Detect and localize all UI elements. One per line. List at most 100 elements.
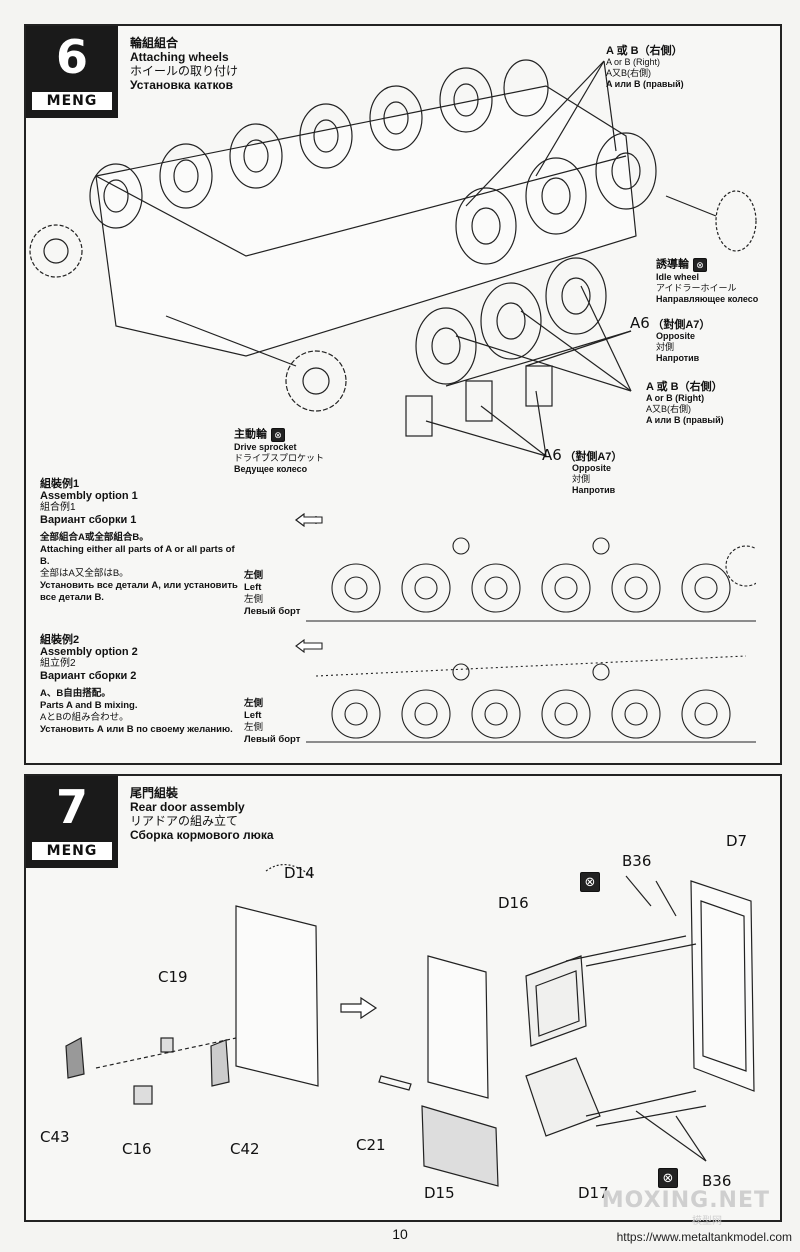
callout-en: A or B (Right) (606, 57, 661, 67)
option2-line: Parts A and B mixing. (40, 700, 138, 711)
idle-wheel-label: 誘導輪 ⊗ Idle wheel アイドラーホイール Направляющее к… (656, 258, 758, 305)
callout-ru: A или B (правый) (606, 79, 684, 89)
side-en: Left (244, 710, 262, 721)
option2-en: Assembly option 2 (40, 646, 138, 658)
title-zh: 尾門組裝 (130, 786, 179, 800)
watermark: MOXING.NET (601, 1188, 770, 1213)
part-d16: D16 (498, 894, 529, 912)
assembly-option-1: 組裝例1 Assembly option 1 組合例1 Вариант сбор… (40, 478, 240, 604)
callout-zh: A 或 B（右側） (606, 45, 683, 57)
option2-ja: 組立例2 (40, 658, 76, 669)
rear-door-illustration (65, 864, 755, 1187)
callout-en: A or B (Right) (646, 393, 705, 403)
option2-side-label: 左側 Left 左側 Левый борт (244, 698, 300, 746)
option2-zh: 組裝例2 (40, 634, 80, 646)
option1-ja: 組合例1 (40, 502, 76, 513)
part-b36-top: B36 (622, 852, 652, 870)
step-6-badge: 6 MENG (26, 26, 118, 118)
meng-logo: MENG (32, 842, 112, 860)
step-7-titles: 尾門組裝 Rear door assembly リアドアの組み立て Сборка… (130, 786, 274, 842)
a6-opposite-low: A6 （對側A7） Opposite 対側 Напротив (542, 448, 623, 496)
option1-side-label: 左側 Left 左側 Левый борт (244, 570, 300, 618)
option1-line: Attaching either all parts of A or all p… (40, 544, 235, 567)
title-en: Attaching wheels (130, 50, 229, 64)
part-d14: D14 (284, 864, 315, 882)
meng-logo: MENG (32, 92, 112, 110)
drive-sprocket-label: 主動輪 ⊗ Drive sprocket ドライブスプロケット Ведущее к… (234, 428, 324, 475)
option-wheel-rows (295, 512, 756, 743)
callout-ja: A又B(右側) (606, 68, 652, 78)
check-mark-icon: ⊗ (658, 1168, 678, 1188)
title-ru: Сборка кормового люка (130, 828, 274, 842)
option1-ru: Вариант сборки 1 (40, 514, 137, 526)
option2-line: AとBの組み合わせ。 (40, 712, 129, 723)
part-d17: D17 (578, 1184, 609, 1202)
idle-wheel-ru: Направляющее колесо (656, 294, 759, 304)
side-ja: 左側 (244, 594, 264, 605)
idle-wheel-ja: アイドラーホイール (656, 283, 737, 293)
check-mark-icon: ⊗ (580, 872, 600, 892)
side-en: Left (244, 582, 262, 593)
step-6-titles: 輪組組合 Attaching wheels ホイールの取り付け Установк… (130, 36, 238, 92)
title-ru: Установка катков (130, 78, 234, 92)
source-url: https://www.metaltankmodel.com (616, 1230, 792, 1244)
step-number: 6 (55, 30, 88, 84)
step-6-panel: 6 MENG 輪組組合 Attaching wheels ホイールの取り付け У… (24, 24, 782, 765)
a6-opposite-mid: A6 （對側A7） Opposite 対側 Напротив (630, 316, 711, 364)
part-c42: C42 (230, 1140, 260, 1158)
part-c19: C19 (158, 968, 188, 986)
assembly-option-2: 組裝例2 Assembly option 2 組立例2 Вариант сбор… (40, 634, 240, 736)
step-7-badge: 7 MENG (26, 776, 118, 868)
a6-ja: 対側 (572, 474, 591, 484)
callout-a-or-b-top: A 或 B（右側） A or B (Right) A又B(右側) A или B… (606, 46, 684, 90)
option1-zh: 組裝例1 (40, 478, 80, 490)
option1-line: 全部組合A或全部組合B。 (40, 532, 149, 543)
option2-ru: Вариант сборки 2 (40, 670, 137, 682)
a6-ja: 対側 (656, 342, 675, 352)
part-c16: C16 (122, 1140, 152, 1158)
part-c43: C43 (40, 1128, 70, 1146)
part-c21: C21 (356, 1136, 386, 1154)
option2-line: A、B自由搭配。 (40, 688, 111, 699)
step-number: 7 (55, 780, 88, 834)
check-mark-icon: ⊗ (693, 258, 707, 272)
idle-wheel-en: Idle wheel (656, 272, 700, 282)
step-7-panel: 7 MENG 尾門組裝 Rear door assembly リアドアの組み立て… (24, 774, 782, 1222)
option2-line: Установить А или В по своему желанию. (40, 724, 233, 735)
part-a6: A6 (542, 446, 562, 464)
a6-zh: （對側A7） (652, 319, 711, 331)
side-zh: 左側 (244, 698, 264, 709)
side-ru: Левый борт (244, 734, 301, 745)
title-ja: リアドアの組み立て (130, 814, 239, 828)
page-number: 10 (392, 1226, 408, 1242)
callout-ru: A или B (правый) (646, 415, 724, 425)
check-mark-icon: ⊗ (271, 428, 285, 442)
drive-sprocket-en: Drive sprocket (234, 442, 297, 452)
part-d15: D15 (424, 1184, 455, 1202)
drive-sprocket-zh: 主動輪 (234, 428, 267, 441)
part-a6: A6 (630, 314, 650, 332)
side-ja: 左側 (244, 722, 264, 733)
drive-sprocket-ja: ドライブスプロケット (234, 453, 325, 463)
a6-en: Opposite (572, 463, 612, 473)
a6-zh: （對側A7） (564, 451, 623, 463)
callout-a-or-b-mid: A 或 B（右側） A or B (Right) A又B(右側) A или B… (646, 382, 724, 426)
title-en: Rear door assembly (130, 800, 245, 814)
side-zh: 左側 (244, 570, 264, 581)
part-d7: D7 (726, 832, 748, 850)
callout-zh: A 或 B（右側） (646, 381, 723, 393)
drive-sprocket-ru: Ведущее колесо (234, 464, 308, 474)
a6-ru: Напротив (572, 485, 616, 495)
option1-line: 全部はA又全部はB。 (40, 568, 129, 579)
a6-en: Opposite (656, 331, 696, 341)
watermark-sub: 模型网 (692, 1216, 722, 1227)
title-zh: 輪組組合 (130, 36, 179, 50)
wheel-assembly-illustration (29, 59, 757, 457)
idle-wheel-zh: 誘導輪 (656, 258, 689, 271)
option1-line: Установить все детали А, или установить … (40, 580, 238, 603)
part-b36-bottom: B36 (702, 1172, 732, 1190)
side-ru: Левый борт (244, 606, 301, 617)
title-ja: ホイールの取り付け (130, 64, 239, 78)
a6-ru: Напротив (656, 353, 700, 363)
option1-en: Assembly option 1 (40, 490, 138, 502)
